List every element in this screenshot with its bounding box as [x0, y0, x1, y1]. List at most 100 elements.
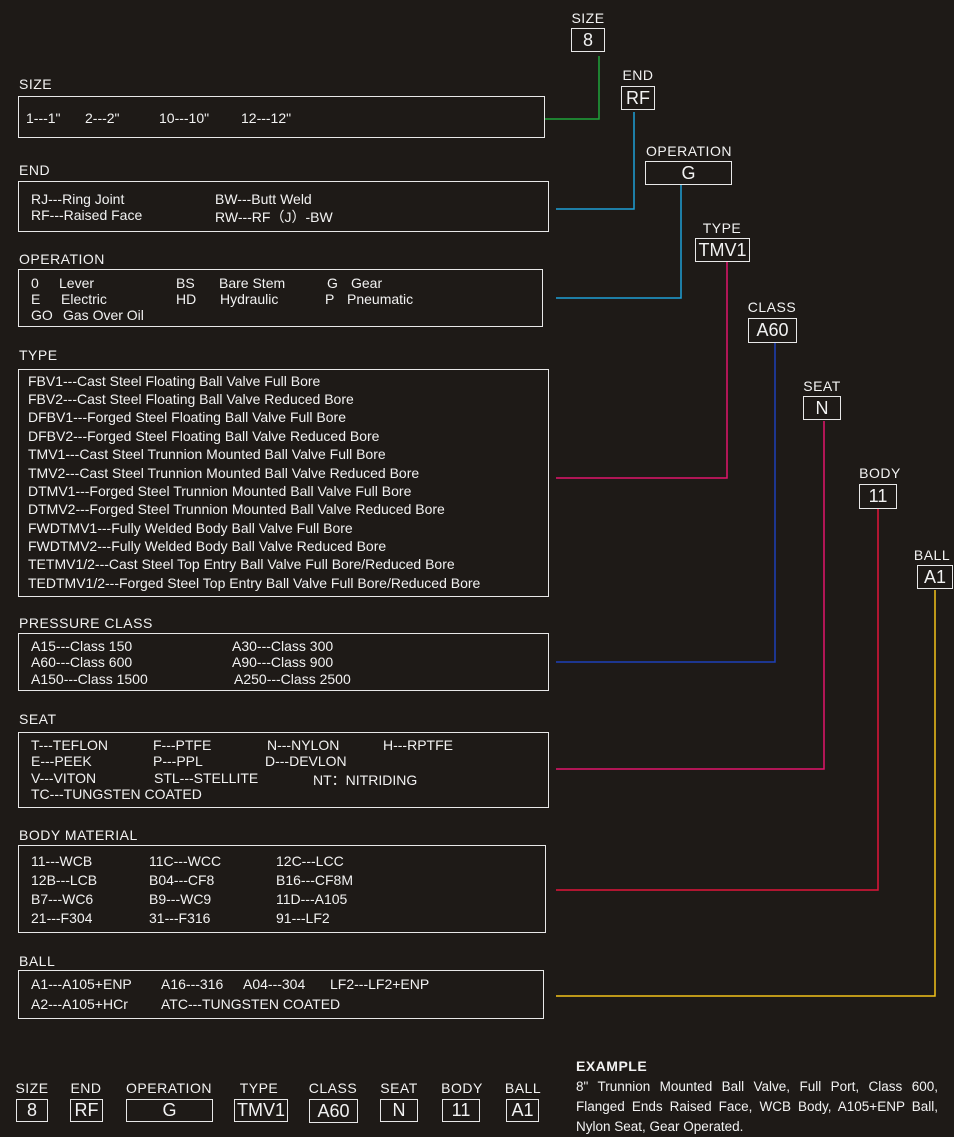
- example-class-label: CLASS: [308, 1080, 358, 1096]
- code-type-label: TYPE: [702, 220, 742, 236]
- example-end-box: RF: [70, 1099, 103, 1122]
- code-ball-box: A1: [917, 565, 953, 589]
- example-class-box: A60: [309, 1099, 358, 1123]
- operation-name: Bare Stem: [219, 275, 286, 291]
- example-title: EXAMPLE: [576, 1058, 648, 1074]
- example-body-label: BODY: [441, 1080, 483, 1096]
- seat-item: N---NYLON: [267, 737, 340, 753]
- body-material-item: 31---F316: [149, 910, 211, 926]
- example-ball-box: A1: [506, 1099, 539, 1122]
- example-size-box: 8: [16, 1099, 48, 1122]
- code-operation-box: G: [645, 161, 732, 185]
- operation-code: BS: [176, 275, 195, 291]
- operation-section-box: 0 Lever BS Bare Stem G Gear E Electric H…: [18, 269, 543, 327]
- body-material-item: B16---CF8M: [276, 872, 354, 888]
- ball-section-box: A1---A105+ENP A16---316 A04---304 LF2---…: [18, 970, 544, 1019]
- body-material-item: 11D---A105: [276, 891, 348, 907]
- type-item: DTMV1---Forged Steel Trunnion Mounted Ba…: [28, 483, 412, 499]
- body-material-item: 91---LF2: [276, 910, 330, 926]
- code-seat-box: N: [803, 396, 841, 420]
- operation-connector: [556, 185, 682, 299]
- type-item: DFBV1---Forged Steel Floating Ball Valve…: [28, 409, 346, 425]
- end-item: RF---Raised Face: [31, 207, 143, 223]
- operation-code: 0: [31, 275, 39, 291]
- code-seat-label: SEAT: [803, 378, 841, 394]
- seat-item: H---RPTFE: [383, 737, 453, 753]
- operation-name: Electric: [61, 291, 107, 307]
- seat-section-title: SEAT: [19, 711, 57, 727]
- operation-code: G: [327, 275, 338, 291]
- type-item: TMV2---Cast Steel Trunnion Mounted Ball …: [28, 465, 420, 481]
- ball-item: ATC---TUNGSTEN COATED: [161, 996, 341, 1012]
- pressure-class-item: A60---Class 600: [31, 654, 133, 670]
- body-material-section-title: BODY MATERIAL: [19, 827, 138, 843]
- operation-section-title: OPERATION: [19, 251, 105, 267]
- code-ball-label: BALL: [913, 547, 951, 563]
- code-body-box: 11: [859, 484, 897, 509]
- code-end-box: RF: [621, 86, 655, 110]
- pressure-class-item: A250---Class 2500: [234, 671, 351, 687]
- seat-item: D---DEVLON: [265, 753, 347, 769]
- example-seat-box: N: [380, 1099, 418, 1122]
- end-section-title: END: [19, 162, 51, 178]
- type-connector: [556, 262, 728, 479]
- seat-section-box: T---TEFLON F---PTFE N---NYLON H---RPTFE …: [18, 732, 549, 808]
- operation-code: GO: [31, 307, 53, 323]
- example-size-label: SIZE: [15, 1080, 49, 1096]
- example-operation-label: OPERATION: [126, 1080, 212, 1096]
- type-item: TMV1---Cast Steel Trunnion Mounted Ball …: [28, 446, 386, 462]
- operation-name: Gas Over Oil: [63, 307, 144, 323]
- size-item: 12---12": [241, 110, 292, 126]
- ball-item: LF2---LF2+ENP: [330, 976, 430, 992]
- type-item: TEDTMV1/2---Forged Steel Top Entry Ball …: [28, 575, 481, 591]
- code-body-label: BODY: [859, 465, 901, 481]
- ball-item: A1---A105+ENP: [31, 976, 132, 992]
- size-section-box: 1---1" 2---2" 10---10" 12---12": [18, 96, 545, 138]
- size-item: 1---1": [26, 110, 61, 126]
- example-ball-label: BALL: [504, 1080, 542, 1096]
- body-material-item: B7---WC6: [31, 891, 94, 907]
- operation-name: Pneumatic: [347, 291, 414, 307]
- end-connector: [556, 112, 635, 210]
- code-size-box: 8: [571, 28, 605, 52]
- ball-item: A2---A105+HCr: [31, 996, 128, 1012]
- code-type-box: TMV1: [695, 238, 750, 262]
- operation-name: Hydraulic: [220, 291, 279, 307]
- body-material-item: B9---WC9: [149, 891, 212, 907]
- body-connector: [556, 509, 879, 891]
- example-type-box: TMV1: [234, 1099, 288, 1122]
- type-section-title: TYPE: [19, 347, 58, 363]
- size-section-title: SIZE: [19, 76, 53, 92]
- end-item: RJ---Ring Joint: [31, 191, 125, 207]
- example-operation-box: G: [126, 1099, 213, 1122]
- size-item: 10---10": [159, 110, 210, 126]
- type-section-box: FBV1---Cast Steel Floating Ball Valve Fu…: [18, 369, 549, 597]
- class-connector: [556, 343, 776, 663]
- pressure-class-section-box: A15---Class 150 A30---Class 300 A60---Cl…: [18, 633, 549, 691]
- end-section-box: RJ---Ring Joint BW---Butt Weld RF---Rais…: [18, 181, 549, 232]
- ball-section-title: BALL: [19, 953, 56, 969]
- seat-item: F---PTFE: [153, 737, 212, 753]
- code-class-box: A60: [748, 318, 797, 343]
- code-class-label: CLASS: [747, 299, 797, 315]
- example-seat-label: SEAT: [380, 1080, 418, 1096]
- seat-item: V---VITON: [31, 770, 97, 786]
- example-description: 8" Trunnion Mounted Ball Valve, Full Por…: [576, 1079, 938, 1134]
- code-end-label: END: [622, 67, 654, 83]
- operation-code: HD: [176, 291, 197, 307]
- seat-item: STL---STELLITE: [154, 770, 259, 786]
- size-connector: [545, 56, 600, 120]
- seat-connector: [556, 421, 825, 770]
- example-type-label: TYPE: [239, 1080, 279, 1096]
- type-item: DFBV2---Forged Steel Floating Ball Valve…: [28, 428, 380, 444]
- operation-name: Gear: [351, 275, 383, 291]
- operation-code: E: [31, 291, 41, 307]
- type-item: FBV2---Cast Steel Floating Ball Valve Re…: [28, 391, 354, 407]
- end-item: BW---Butt Weld: [215, 191, 312, 207]
- code-operation-label: OPERATION: [646, 143, 732, 159]
- operation-name: Lever: [59, 275, 95, 291]
- seat-item: T---TEFLON: [31, 737, 108, 753]
- body-material-item: 21---F304: [31, 910, 93, 926]
- pressure-class-item: A15---Class 150: [31, 638, 133, 654]
- body-material-item: 12B---LCB: [31, 872, 98, 888]
